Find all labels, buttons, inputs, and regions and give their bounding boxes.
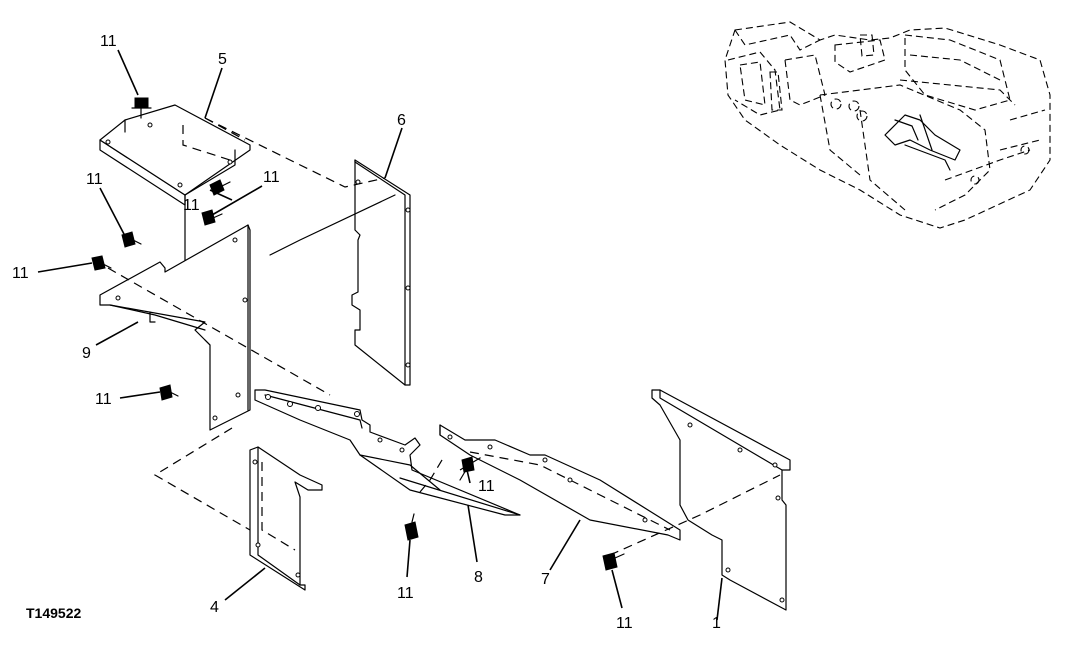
- part-7-plate: [439, 424, 681, 541]
- callout-6: 6: [397, 112, 406, 129]
- leader-lines: [37, 49, 723, 621]
- callout-8: 8: [474, 569, 483, 586]
- part-9-plate: [99, 224, 251, 431]
- part-1-panel: [651, 389, 791, 611]
- machine-overview-illustration: [724, 21, 1051, 229]
- bolt-top-bracket: [131, 97, 152, 119]
- part-6-panel: [351, 159, 411, 386]
- callout-11-bottom-right: 11: [616, 615, 633, 632]
- callout-11-far-left: 11: [12, 265, 29, 282]
- callout-11-center-b: 11: [263, 169, 280, 186]
- figure-code: T149522: [26, 605, 81, 621]
- callout-5: 5: [218, 51, 227, 68]
- bolt-part-8: [459, 456, 475, 481]
- callout-4: 4: [210, 599, 219, 616]
- bolt-lower-left: [159, 384, 179, 401]
- bolt-mid-1: [209, 179, 231, 196]
- bolt-bottom-right: [602, 552, 625, 571]
- callout-1: 1: [712, 615, 721, 632]
- part-8-bracket: [254, 389, 521, 516]
- bolt-bottom-middle: [404, 513, 419, 541]
- part-4-bracket: [249, 446, 323, 591]
- callout-11-part-8: 11: [478, 478, 495, 495]
- callout-labels: 11 5 6 11 11 11 11 9 11 11 4 11 8 7 11 1: [12, 33, 721, 632]
- callout-11-lower-left: 11: [95, 391, 112, 408]
- bolt-left-2: [91, 255, 112, 271]
- bolts: [91, 97, 625, 571]
- callout-11-left-upper: 11: [86, 171, 103, 188]
- callout-11-top: 11: [100, 33, 117, 50]
- callout-7: 7: [541, 571, 550, 588]
- callout-9: 9: [82, 345, 91, 362]
- callout-11-bottom-middle: 11: [397, 585, 414, 602]
- bolt-mid-2: [201, 209, 223, 226]
- callout-11-center-a: 11: [183, 197, 200, 214]
